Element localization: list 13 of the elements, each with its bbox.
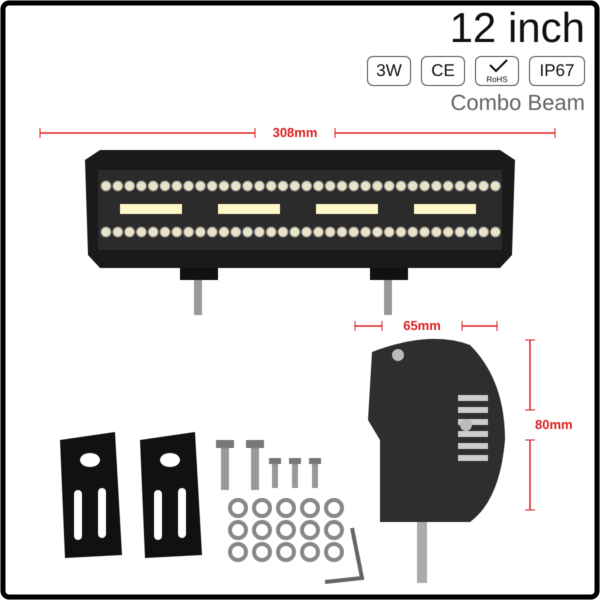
certification-badge — [475, 56, 519, 86]
certification-badge — [367, 56, 411, 86]
certification-badge — [421, 56, 465, 86]
badge-text: IP67 — [540, 61, 574, 80]
dimension-label: 308mm — [272, 125, 318, 140]
badge-text: 3W — [376, 61, 402, 80]
beam-type-text: Combo Beam — [450, 90, 585, 116]
dimension-label: 80mm — [535, 417, 573, 432]
badge-text: CE — [431, 61, 455, 80]
certification-badge — [529, 56, 585, 86]
size-heading: 12 inch — [450, 4, 585, 52]
badge-text: RoHS — [485, 75, 509, 84]
dimension-label: 65mm — [403, 318, 441, 333]
